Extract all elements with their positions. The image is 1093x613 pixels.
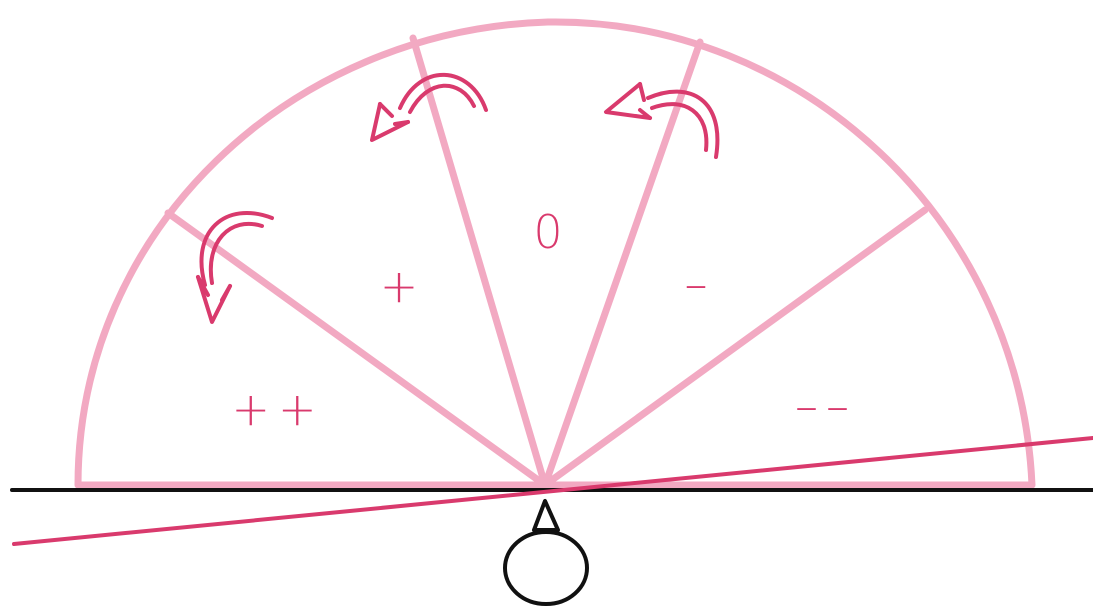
fulcrum-figure: [505, 501, 587, 604]
divider-1: [168, 213, 545, 485]
rotation-arrow-left-outer: [198, 213, 272, 322]
fulcrum-circle: [505, 532, 587, 604]
sector-label-zero: 0: [533, 205, 570, 259]
divider-4: [545, 210, 925, 485]
divider-3: [545, 42, 700, 485]
sector-label-plus: +: [380, 259, 427, 313]
divider-2: [413, 38, 545, 485]
sector-label-minus: –: [685, 257, 716, 311]
fulcrum-triangle: [534, 501, 558, 530]
sector-label-double-minus: ––: [795, 379, 857, 433]
sector-label-double-plus: ++: [231, 382, 324, 436]
